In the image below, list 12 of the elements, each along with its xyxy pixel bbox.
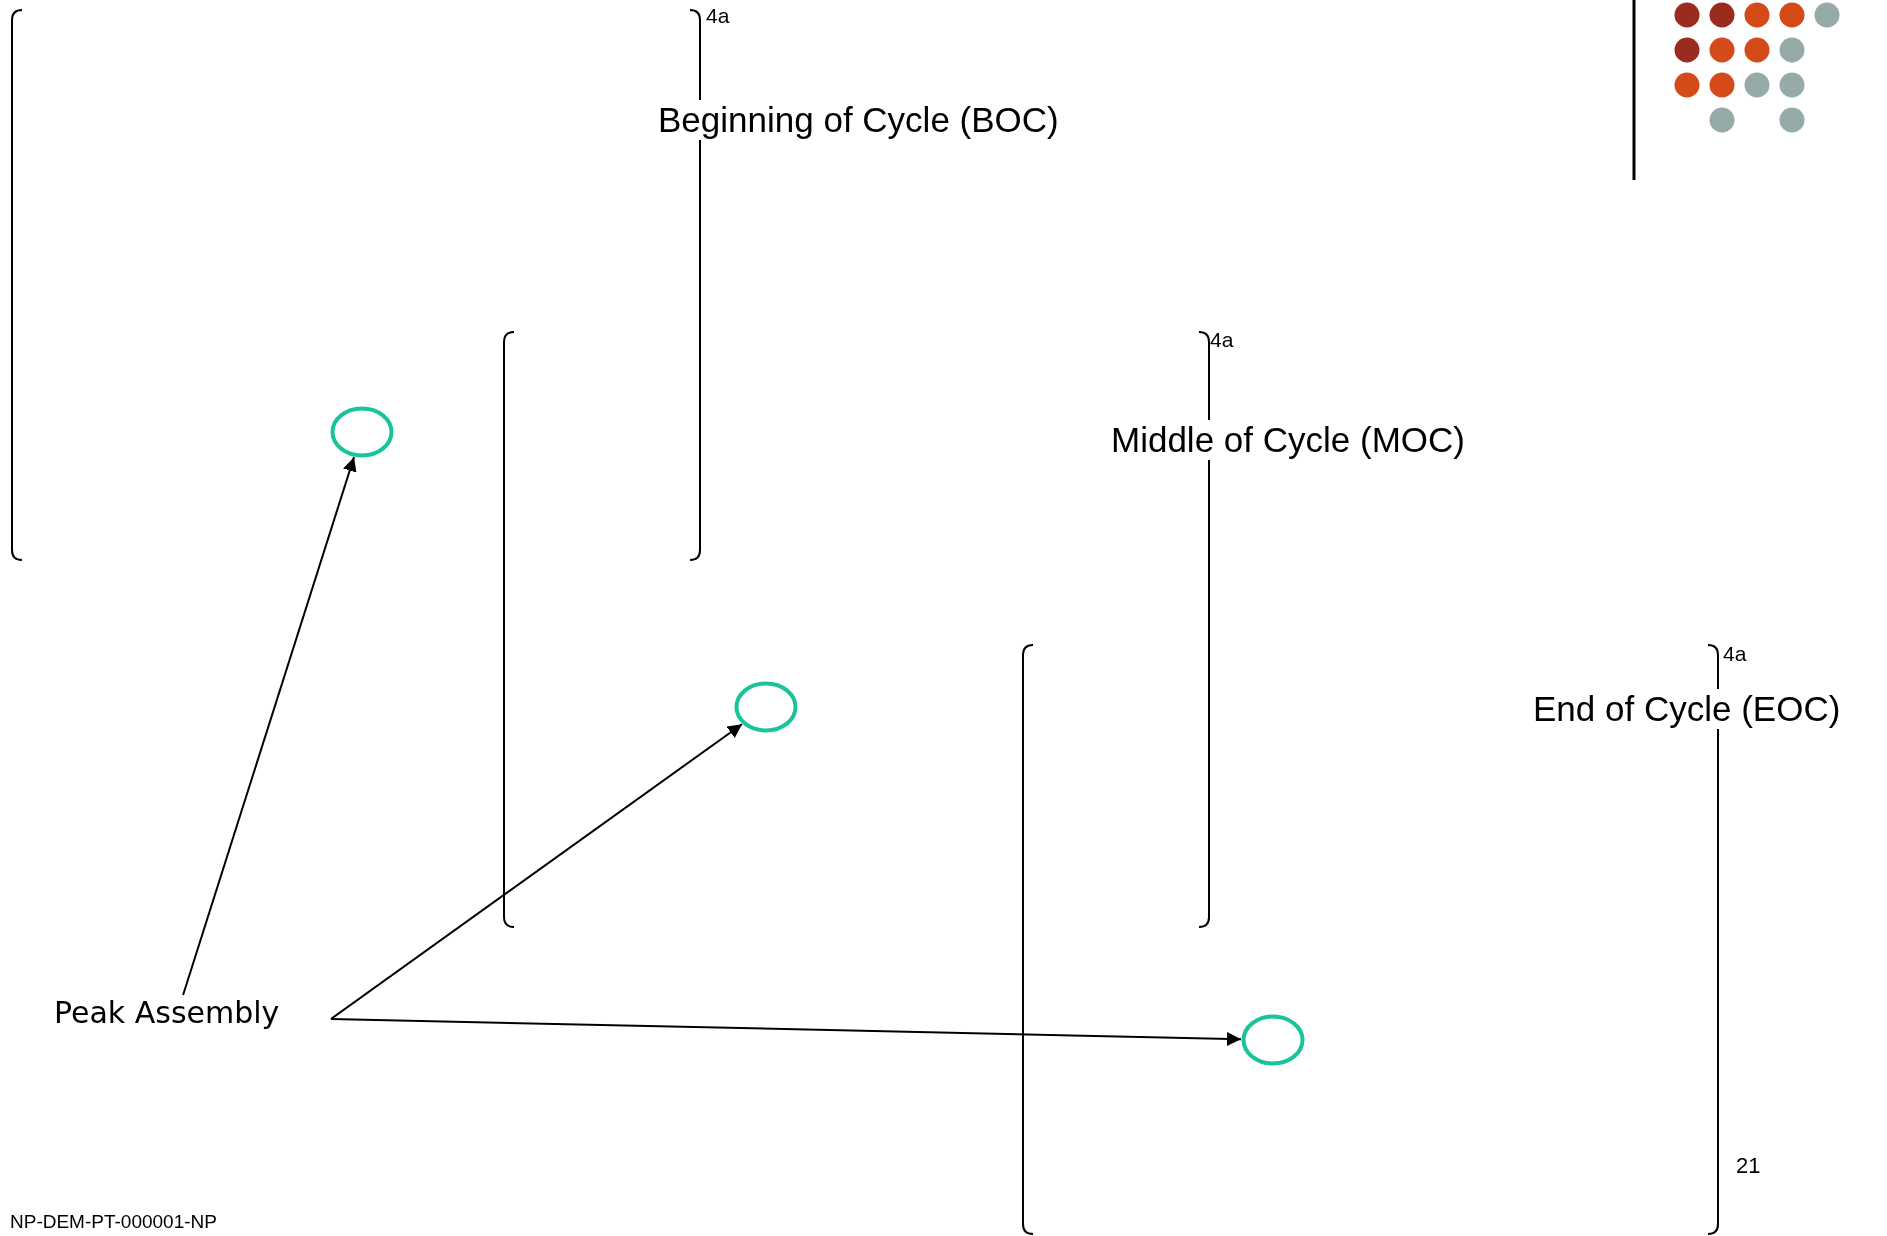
- arrow: [182, 456, 357, 996]
- page-number: 21: [1736, 1153, 1761, 1179]
- document-id: NP-DEM-PT-000001-NP: [10, 1211, 217, 1233]
- callout-number: 4a: [1723, 642, 1747, 667]
- section-title: Middle of Cycle (MOC): [1111, 420, 1465, 461]
- arrow: [330, 1017, 1242, 1046]
- callout-number: 4a: [1210, 328, 1234, 353]
- arrow: [330, 723, 743, 1020]
- callout-number: 4a: [706, 4, 730, 29]
- section-title: End of Cycle (EOC): [1533, 689, 1841, 730]
- section-title: Beginning of Cycle (BOC): [658, 100, 1059, 141]
- node-label: Peak Assembly: [54, 995, 281, 1031]
